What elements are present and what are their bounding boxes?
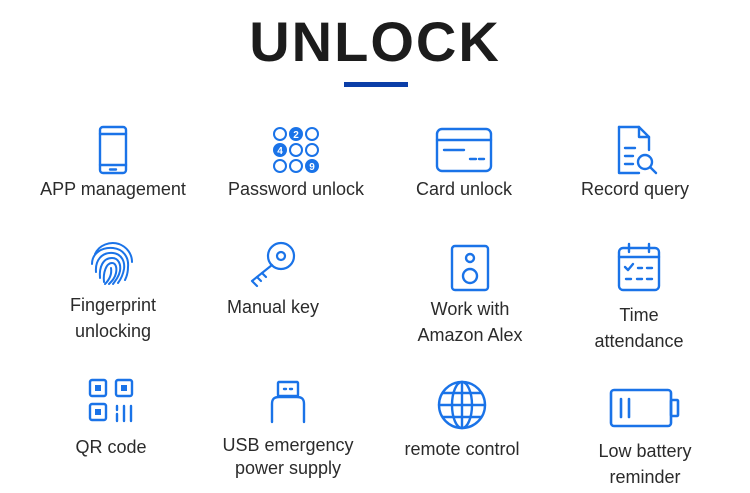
feature-amazon-alex: Work with Amazon Alex <box>375 244 565 348</box>
record-query-icon <box>617 125 658 175</box>
card-icon <box>435 127 493 173</box>
feature-app-management: APP management <box>18 124 208 202</box>
fingerprint-icon <box>91 242 133 285</box>
phone-icon <box>98 125 128 175</box>
feature-qr-code: QR code <box>16 376 206 460</box>
feature-time-attendance: Time attendance <box>544 242 734 354</box>
key-icon <box>250 241 296 288</box>
calendar-icon <box>617 242 661 292</box>
page-title: UNLOCK <box>249 10 501 73</box>
feature-label: Password unlock <box>227 179 365 199</box>
feature-label: Low battery reminder <box>598 441 692 487</box>
svg-text:9: 9 <box>309 162 315 173</box>
title-underline <box>344 82 408 87</box>
feature-card-unlock: Card unlock <box>369 124 559 202</box>
svg-text:2: 2 <box>293 130 299 141</box>
feature-label: Card unlock <box>415 179 513 199</box>
feature-manual-key: Manual key <box>178 240 368 320</box>
feature-label: Time attendance <box>594 305 684 351</box>
password-keypad-icon: 2 4 9 <box>273 127 319 173</box>
feature-low-battery: Low battery reminder <box>550 386 740 490</box>
feature-label: USB emergency power supply <box>222 435 354 478</box>
qr-code-icon <box>88 378 134 423</box>
battery-icon <box>609 388 680 428</box>
speaker-icon <box>450 244 490 292</box>
feature-label: Manual key <box>226 297 320 317</box>
feature-password-unlock: 2 4 9 Password unlock <box>201 124 391 202</box>
feature-label: remote control <box>404 439 520 459</box>
feature-label: Work with Amazon Alex <box>417 299 523 345</box>
feature-label: Fingerprint unlocking <box>69 295 157 341</box>
feature-usb-emergency: USB emergency power supply <box>193 380 383 480</box>
feature-label: APP management <box>40 179 186 199</box>
globe-icon <box>437 380 487 430</box>
usb-icon <box>270 380 306 424</box>
feature-remote-control: remote control <box>367 380 557 462</box>
feature-label: Record query <box>580 179 690 199</box>
feature-fingerprint: Fingerprint unlocking <box>18 240 208 344</box>
feature-record-query: Record query <box>540 124 730 202</box>
feature-label: QR code <box>75 437 147 457</box>
svg-text:4: 4 <box>277 146 283 157</box>
